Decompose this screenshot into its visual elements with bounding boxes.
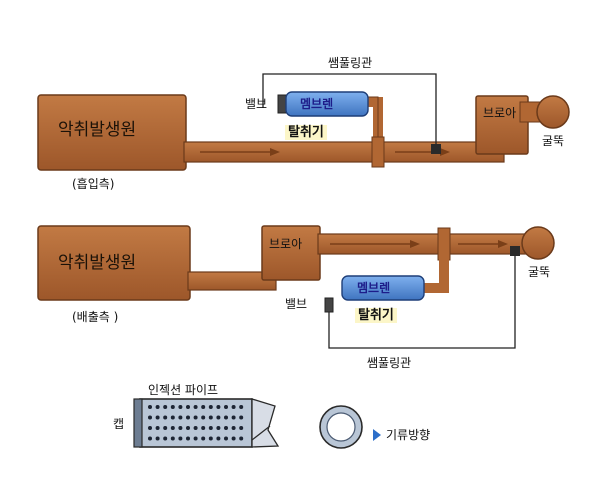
injection-hole bbox=[178, 415, 183, 420]
injection-hole bbox=[201, 436, 206, 441]
bottom-connector-duct bbox=[187, 271, 277, 291]
top-sampling-pipe bbox=[262, 73, 437, 150]
flow-direction-icon bbox=[373, 429, 381, 441]
injection-hole bbox=[170, 426, 175, 430]
injection-hole bbox=[148, 426, 152, 430]
injection-hole bbox=[163, 415, 168, 420]
injection-hole bbox=[216, 415, 221, 420]
bottom-sampling-pipe-label: 쌤풀링관 bbox=[367, 356, 412, 370]
injection-hole bbox=[239, 415, 244, 420]
injection-hole bbox=[178, 405, 183, 409]
bottom-blower-label: 브로아 bbox=[269, 237, 303, 251]
legend bbox=[133, 398, 381, 449]
top-side-note: (흡입측) bbox=[72, 177, 115, 191]
bottom-sampling-pipe bbox=[328, 250, 516, 349]
injection-pipe-label: 인젝션 파이프 bbox=[148, 383, 219, 397]
injection-hole bbox=[231, 405, 236, 409]
injection-hole bbox=[170, 415, 175, 420]
top-odor-source-label: 악취발생원 bbox=[58, 120, 137, 140]
bottom-system bbox=[37, 225, 555, 349]
injection-hole bbox=[224, 405, 228, 409]
injection-hole bbox=[163, 436, 168, 441]
top-chimney-label: 굴뚝 bbox=[542, 134, 565, 148]
injection-hole bbox=[186, 436, 190, 441]
injection-hole bbox=[148, 415, 152, 420]
injection-hole bbox=[201, 415, 206, 420]
bottom-bypass-pipe bbox=[420, 256, 449, 293]
top-chimney-circle bbox=[536, 95, 570, 129]
top-membrane bbox=[285, 91, 369, 117]
injection-hole bbox=[216, 426, 221, 430]
bottom-membrane-label: 멤브렌 bbox=[357, 281, 391, 295]
injection-hole bbox=[193, 415, 198, 420]
injection-hole bbox=[224, 426, 228, 430]
bottom-odor-source-box bbox=[37, 225, 191, 301]
injection-hole bbox=[155, 415, 160, 420]
bottom-odor-source-label: 악취발생원 bbox=[58, 253, 137, 273]
cap-label: 캡 bbox=[113, 417, 125, 431]
injection-hole bbox=[178, 436, 183, 441]
injection-hole bbox=[178, 426, 183, 430]
injection-hole bbox=[224, 436, 228, 441]
injection-hole bbox=[163, 405, 168, 409]
bottom-flange bbox=[437, 227, 451, 261]
injection-hole bbox=[208, 405, 213, 409]
bottom-valve-label: 밸브 bbox=[285, 297, 308, 311]
injection-hole bbox=[231, 426, 236, 430]
injection-hole bbox=[155, 436, 160, 441]
injection-hole bbox=[239, 436, 244, 441]
injection-hole bbox=[239, 426, 244, 430]
injection-hole bbox=[186, 426, 190, 430]
top-odor-source-box bbox=[37, 94, 187, 171]
injection-hole bbox=[155, 405, 160, 409]
flow-direction-label: 기류방향 bbox=[386, 428, 431, 442]
injection-pipe-cap bbox=[133, 398, 143, 448]
top-sampling-pipe-label: 쌤풀링관 bbox=[328, 56, 373, 70]
injection-hole bbox=[231, 436, 236, 441]
injection-hole bbox=[148, 405, 152, 409]
injection-hole bbox=[170, 405, 175, 409]
injection-hole bbox=[208, 426, 213, 430]
injection-hole bbox=[193, 426, 198, 430]
bottom-membrane bbox=[341, 275, 425, 301]
bottom-blower-box bbox=[261, 225, 321, 281]
injection-hole bbox=[170, 436, 175, 441]
injection-hole bbox=[193, 436, 198, 441]
top-blower-label: 브로아 bbox=[483, 106, 517, 120]
injection-hole bbox=[216, 436, 221, 441]
injection-hole bbox=[201, 405, 206, 409]
top-flange-1 bbox=[371, 136, 385, 168]
injection-hole bbox=[193, 405, 198, 409]
bottom-separator-label: 탈취기 bbox=[355, 308, 397, 323]
injection-hole bbox=[186, 415, 190, 420]
injection-hole bbox=[163, 426, 168, 430]
injection-pipe-holes bbox=[148, 405, 244, 441]
top-separator-label: 탈취기 bbox=[285, 125, 327, 140]
bottom-chimney-label: 굴뚝 bbox=[528, 265, 551, 279]
injection-hole bbox=[201, 426, 206, 430]
top-valve-label: 밸브 bbox=[245, 97, 268, 111]
top-system bbox=[37, 73, 570, 171]
pipe-section-inner bbox=[326, 412, 356, 442]
injection-hole bbox=[239, 405, 244, 409]
injection-hole bbox=[224, 415, 228, 420]
injection-hole bbox=[148, 436, 152, 441]
bottom-chimney-circle bbox=[521, 226, 555, 260]
injection-hole bbox=[208, 436, 213, 441]
injection-hole bbox=[216, 405, 221, 409]
injection-hole bbox=[231, 415, 236, 420]
top-blower-box bbox=[475, 95, 529, 155]
bottom-valve bbox=[324, 297, 334, 313]
injection-hole bbox=[186, 405, 190, 409]
injection-hole bbox=[208, 415, 213, 420]
top-valve bbox=[277, 94, 287, 114]
bottom-side-note: (배출측 ) bbox=[72, 310, 119, 324]
injection-hole bbox=[155, 426, 160, 430]
top-membrane-label: 멤브렌 bbox=[300, 97, 334, 111]
